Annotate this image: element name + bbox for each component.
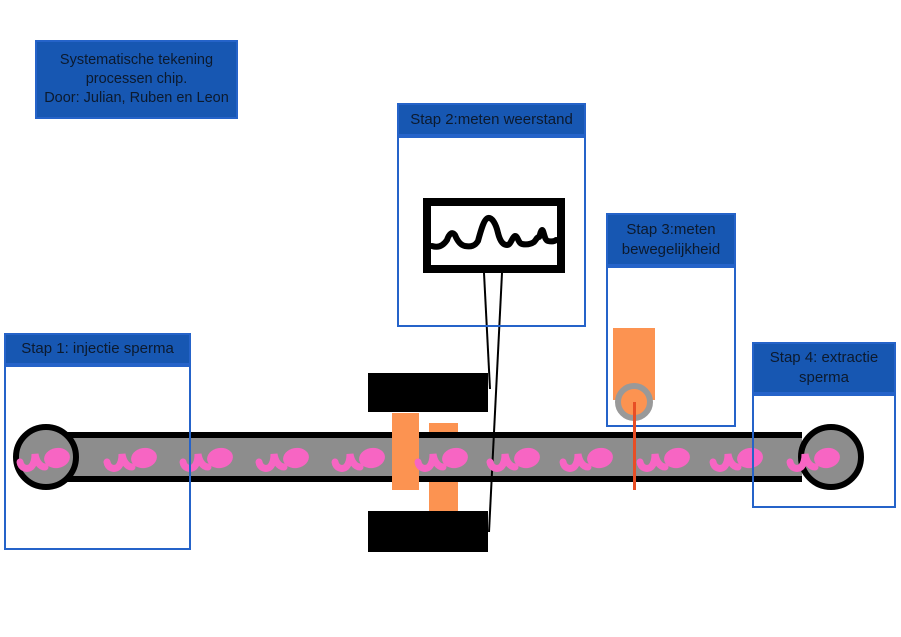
step1-label: Stap 1: injectie sperma xyxy=(21,340,174,358)
sperm-cell xyxy=(103,447,157,472)
step4-label-box: Stap 4: extractie sperma xyxy=(752,342,896,394)
step3-label: Stap 3:meten bewegelijkheid xyxy=(621,220,721,258)
sperm-cell xyxy=(709,447,763,472)
sperm-tail xyxy=(331,453,364,472)
sperm-head xyxy=(664,447,690,469)
sperm-cell xyxy=(179,447,233,472)
sperm-cell xyxy=(255,447,309,472)
sperm-head xyxy=(737,447,763,469)
sperm-tail xyxy=(786,453,819,472)
sperm-tail xyxy=(179,453,212,472)
sperm-head xyxy=(207,447,233,469)
sperm-tail xyxy=(486,453,519,472)
sperm-cell xyxy=(486,447,540,472)
sperm-cell xyxy=(414,447,468,472)
step1-region xyxy=(4,365,191,550)
step3-label-box: Stap 3:meten bewegelijkheid xyxy=(606,213,736,266)
sperm-head xyxy=(442,447,468,469)
sperm-cell xyxy=(636,447,690,472)
sperm-tail xyxy=(103,453,136,472)
sperm-tail xyxy=(16,453,49,472)
sperm-tail xyxy=(559,453,592,472)
mobility-probe-line xyxy=(633,402,636,490)
sperm-head xyxy=(283,447,309,469)
title-box: Systematische tekening processen chip. D… xyxy=(35,40,238,119)
electrode-black-bottom xyxy=(368,511,488,552)
sperm-head xyxy=(44,447,70,469)
sperm-cell xyxy=(331,447,385,472)
sperm-tail xyxy=(636,453,669,472)
sperm-head xyxy=(814,447,840,469)
title-line-2: processen chip. xyxy=(85,70,188,87)
step3-region xyxy=(606,266,736,427)
sperm-head xyxy=(587,447,613,469)
step2-label-box: Stap 2:meten weerstand xyxy=(397,103,586,136)
sperm-head xyxy=(359,447,385,469)
electrode-black-top xyxy=(368,373,488,412)
sperm-head xyxy=(514,447,540,469)
sperm-cell xyxy=(559,447,613,472)
sperm-tail xyxy=(709,453,742,472)
sperm-tail xyxy=(414,453,447,472)
resistance-waveform xyxy=(431,214,557,250)
step2-label: Stap 2:meten weerstand xyxy=(410,110,573,128)
step1-label-box: Stap 1: injectie sperma xyxy=(4,333,191,365)
title-line-3: Door: Julian, Ruben en Leon xyxy=(44,90,229,107)
electrode-orange-upper xyxy=(392,413,419,490)
step4-label: Stap 4: extractie sperma xyxy=(769,349,879,386)
oscilloscope-display xyxy=(423,198,565,273)
sperm-tail xyxy=(255,453,288,472)
step4-region xyxy=(752,394,896,508)
sperm-cell xyxy=(16,447,70,472)
sperm-cell xyxy=(786,447,840,472)
title-line-1: Systematische tekening xyxy=(59,51,214,68)
sperm-head xyxy=(131,447,157,469)
